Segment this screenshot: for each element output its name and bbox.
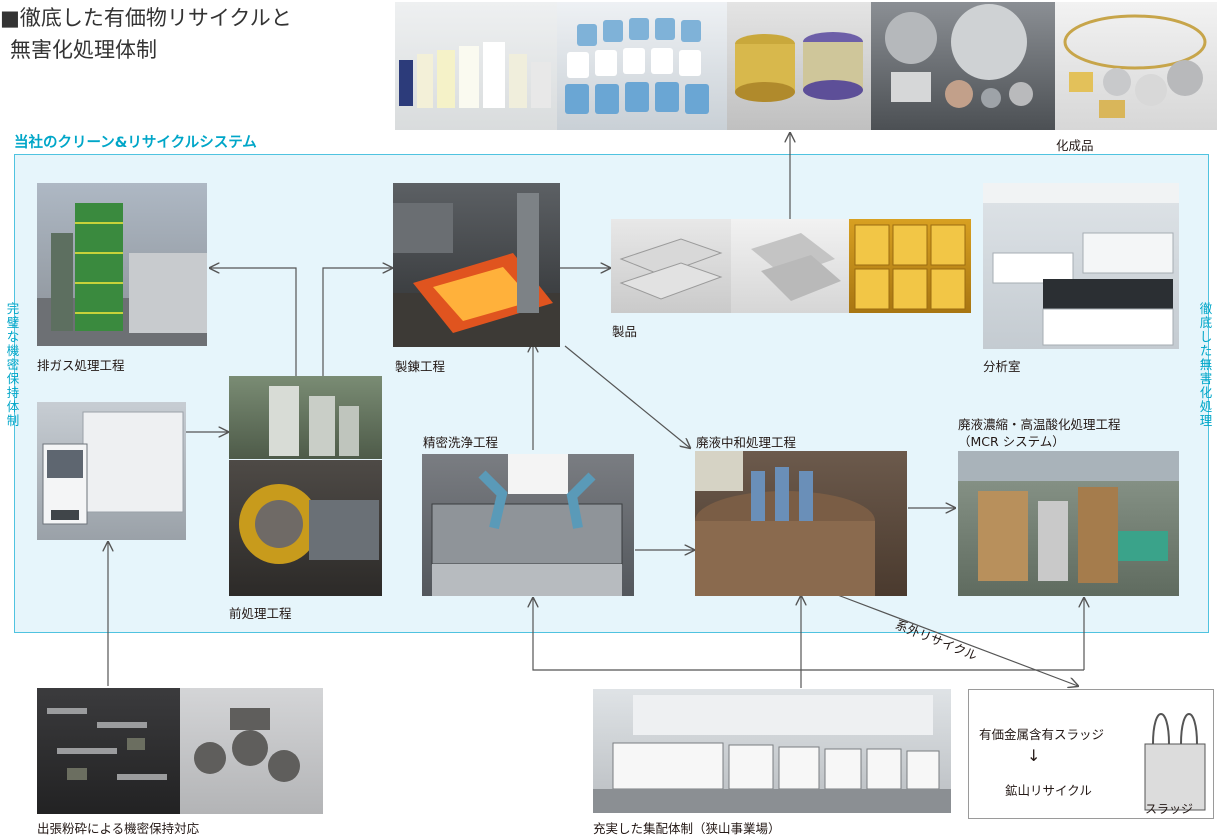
photo-pretreatment-kiln	[229, 460, 382, 596]
photo-collection-fleet	[593, 689, 951, 813]
photo-analysis-lab	[983, 183, 1179, 349]
photo-gold-bars	[849, 219, 971, 313]
side-label-right: 徹底した無害化処理	[1199, 301, 1213, 428]
photo-smelting	[393, 183, 560, 347]
caption-fleet: 充実した集配体制（狭山事業場）	[593, 821, 781, 836]
sludge-arrow: ↓	[1027, 746, 1041, 765]
photo-neutralization-tank	[695, 451, 907, 596]
caption-chemicals: 化成品	[1056, 138, 1094, 153]
caption-products: 製品	[612, 324, 638, 339]
sludge-bag-icon	[1144, 713, 1206, 811]
photo-pretreatment-plant	[229, 376, 382, 459]
caption-pretreat: 前処理工程	[229, 606, 292, 621]
sludge-recycle-box: 有価金属含有スラッジ ↓ 鉱山リサイクル スラッジ	[968, 689, 1214, 819]
photo-silver-bar	[731, 219, 849, 313]
photo-scrap-parts	[37, 688, 180, 814]
photo-silver-ingots	[611, 219, 731, 313]
photo-mcr-plant	[958, 451, 1179, 596]
system-title: 当社のクリーン&リサイクルシステム	[14, 135, 257, 151]
page-heading: ■徹底した有価物リサイクルと無害化処理体制	[0, 2, 292, 66]
heading-line-1: ■徹底した有価物リサイクルと	[0, 6, 292, 30]
caption-exhaust: 排ガス処理工程	[37, 358, 125, 373]
photo-powder-jars	[557, 2, 727, 130]
photo-transport-truck	[37, 402, 186, 540]
photo-precious-metal-pieces	[1055, 2, 1217, 130]
sludge-dest-label: 鉱山リサイクル	[1005, 783, 1092, 798]
photo-sputtering-targets	[871, 2, 1055, 130]
photo-precision-washing	[422, 454, 634, 596]
sludge-bag-label: スラッジ	[1145, 802, 1194, 816]
photo-metal-wire-spools	[727, 2, 871, 130]
caption-mcr-line1: 廃液濃縮・高温酸化処理工程	[958, 417, 1121, 432]
side-label-left: 完璧な機密保持体制	[6, 301, 20, 428]
heading-line-2: 無害化処理体制	[10, 38, 157, 62]
sludge-item-label: 有価金属含有スラッジ	[979, 727, 1105, 742]
photo-crushed-material	[180, 688, 323, 814]
caption-smelting: 製錬工程	[395, 359, 446, 374]
caption-mcr-line2: （MCR システム）	[958, 434, 1065, 449]
caption-washing: 精密洗浄工程	[423, 435, 499, 450]
photo-exhaust-treatment	[37, 183, 207, 346]
caption-lab: 分析室	[983, 359, 1021, 374]
caption-neutral: 廃液中和処理工程	[696, 435, 797, 450]
caption-crush: 出張粉砕による機密保持対応	[37, 821, 200, 836]
photo-reagent-bottles	[395, 2, 557, 130]
